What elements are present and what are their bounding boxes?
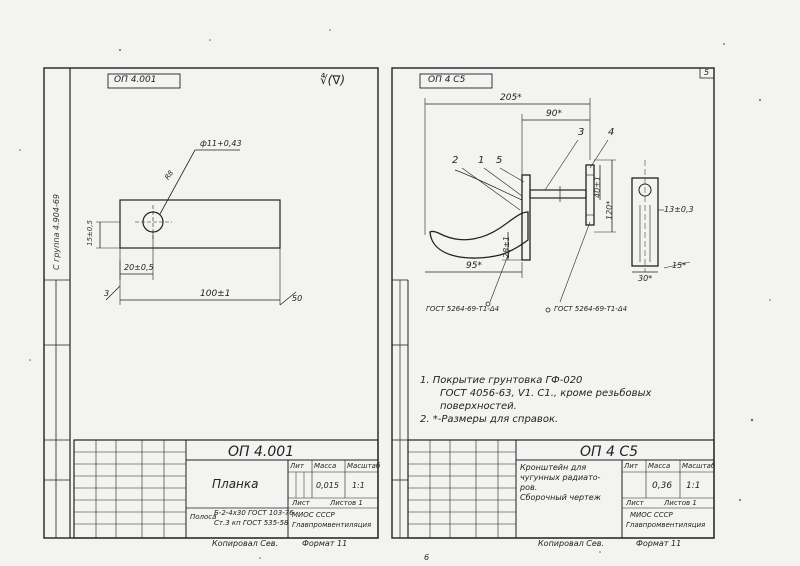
right-col-lit: Лит	[624, 462, 638, 470]
right-name-line1: Кронштейн для	[520, 463, 587, 472]
right-designation: ОП 4 С5	[580, 444, 639, 460]
material-line2: Ст.3 кп ГОСТ 535-58	[214, 519, 289, 527]
bracket-drawing	[424, 98, 691, 313]
right-col-scale: Масштаб	[682, 462, 716, 470]
note1-line1: 1. Покрытие грунтовка ГФ-020	[420, 375, 583, 386]
right-name-line2: чугунных радиато-	[520, 473, 601, 482]
left-part-name: Планка	[212, 477, 259, 491]
left-col-lit: Лит	[290, 462, 304, 470]
dim-120: 120*	[605, 200, 614, 220]
left-designation: ОП 4.001	[228, 444, 295, 460]
gost-left: ГОСТ 5264-69-Т1-Δ4	[426, 305, 500, 313]
note2: 2. *-Размеры для справок.	[420, 414, 559, 425]
right-copied: Копировал Сев.	[538, 539, 605, 548]
right-corner-stamp: ОП 4 С5	[428, 75, 466, 85]
callout-4: 4	[608, 127, 615, 138]
dim-overall: 205*	[500, 93, 522, 103]
roughness-mark: ∜(∇)	[320, 73, 346, 87]
left-copied: Копировал Сев.	[212, 539, 279, 548]
left-format: Формат 11	[302, 539, 348, 548]
left-sheet-label: Лист	[292, 499, 310, 507]
callout-1: 1	[478, 155, 485, 166]
right-name-line4: Сборочный чертеж	[520, 493, 601, 502]
right-scale-value: 1:1	[686, 481, 701, 491]
left-title-block	[73, 439, 379, 539]
right-mass-value: 0,36	[652, 481, 673, 491]
material-prefix: Полоса	[190, 513, 217, 521]
left-org-line2: МИОС СССР	[292, 511, 335, 519]
note1-line2: ГОСТ 4056-63, V1. С1., кроме резьбовых	[440, 388, 652, 399]
left-col-scale: Масштаб	[347, 462, 381, 470]
right-title-block	[407, 439, 715, 539]
dim-15: 15*	[672, 261, 687, 270]
dim-28: 28±1	[502, 236, 511, 258]
scan-specks	[19, 29, 771, 559]
dim-30: 30*	[638, 274, 653, 283]
right-format: Формат 11	[636, 539, 682, 548]
dim-90: 90*	[546, 109, 562, 119]
gost-right: ГОСТ 5264-69-Т1-Δ4	[554, 305, 628, 313]
left-sheets-label: Листов 1	[330, 499, 363, 507]
dim-hole: ф11+0,43	[200, 139, 242, 148]
dim-thickness-left: 3	[104, 289, 110, 298]
callout-2: 2	[452, 155, 459, 166]
left-corner-stamp: ОП 4.001	[114, 75, 157, 85]
page-mark: 5	[704, 68, 710, 77]
right-col-mass: Масса	[648, 462, 671, 470]
dim-width-right: 50	[292, 294, 303, 303]
right-name-line3: ров.	[520, 483, 538, 492]
callout-5: 5	[496, 155, 503, 166]
right-org-line2: Главпромвентиляция	[626, 521, 706, 529]
right-org-line1: МИОС СССР	[630, 511, 673, 519]
dim-40: 40±1	[593, 176, 602, 198]
dim-95: 95*	[466, 261, 482, 271]
left-org-line1: Главпромвентиляция	[292, 521, 372, 529]
dim-offset: 20±0,5	[124, 263, 154, 272]
left-col-mass: Масса	[314, 462, 337, 470]
right-sheets-label: Листов 1	[664, 499, 697, 507]
dim-length: 100±1	[200, 289, 231, 299]
right-sheet-label: Лист	[626, 499, 644, 507]
left-scale-value: 1:1	[352, 481, 365, 490]
note1-line3: поверхностей.	[440, 401, 517, 412]
dim-13: 13±0,3	[664, 205, 694, 214]
planka-drawing	[96, 149, 297, 306]
side-group-label: С группа 4.904-69	[52, 193, 61, 270]
material-line1: Б-2-4х30 ГОСТ 103-76	[214, 509, 294, 517]
callout-3: 3	[578, 127, 585, 138]
left-mass-value: 0,015	[316, 481, 339, 490]
dim-height: 15±0,5	[86, 220, 94, 246]
bottom-mark: 6	[424, 553, 430, 562]
